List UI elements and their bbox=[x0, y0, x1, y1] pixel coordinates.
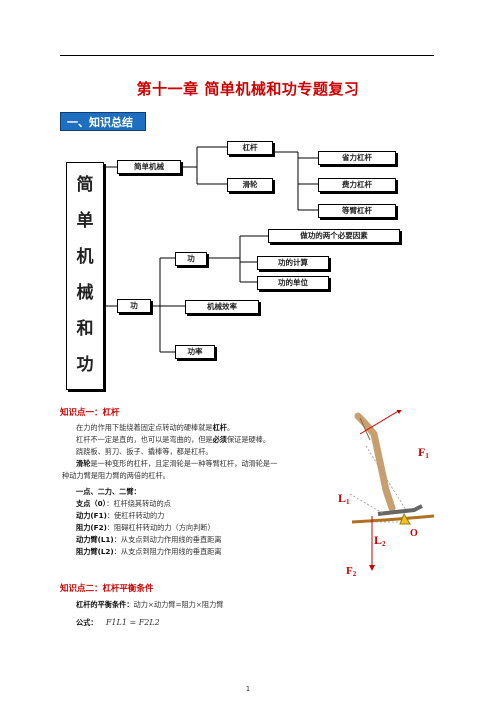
node-work-unit: 功的单位 bbox=[257, 276, 329, 290]
root-char: 和 bbox=[76, 319, 94, 339]
node-labor-lever: 省力杠杆 bbox=[318, 151, 396, 165]
page-title: 第十一章 简单机械和功专题复习 bbox=[136, 80, 360, 98]
formula-text: F1L1 = F2L2 bbox=[105, 618, 160, 627]
l2-label: L bbox=[374, 533, 382, 547]
node-work-factors: 做功的两个必要因素 bbox=[268, 229, 400, 243]
root-char: 机 bbox=[76, 247, 94, 267]
node-effort-lever: 费力杠杆 bbox=[318, 178, 396, 192]
node-power: 功率 bbox=[175, 345, 215, 359]
kp1-heading: 知识点一：杠杆 bbox=[60, 408, 120, 418]
root-char: 简 bbox=[76, 175, 94, 195]
section-heading: 一、知识总结 bbox=[60, 112, 146, 131]
o-label: O bbox=[410, 528, 418, 539]
node-efficiency: 机械效率 bbox=[185, 300, 259, 314]
list-item: 动力(F1)：使杠杆转动的力 bbox=[76, 511, 165, 520]
f1-label: F bbox=[418, 445, 425, 459]
node-work-root: 功 bbox=[117, 299, 151, 313]
svg-text:L2: L2 bbox=[374, 533, 386, 548]
kp1-paragraph-cont: 种动力臂是阻力臂的两倍的杠杆。 bbox=[62, 471, 170, 480]
list-item: 支点（0）：杠杆绕其转动的点 bbox=[76, 499, 171, 508]
list-item: 阻力(F2)：阻碍杠杆转动的力（方向判断） bbox=[76, 523, 215, 532]
svg-text:L1: L1 bbox=[338, 491, 350, 506]
fulcrum-icon bbox=[399, 512, 411, 525]
svg-text:F1: F1 bbox=[418, 445, 429, 460]
ground bbox=[351, 514, 435, 524]
lever-bar bbox=[377, 504, 423, 516]
node-work: 功 bbox=[175, 252, 207, 266]
kp2-condition: 杠杆的平衡条件：动力×动力臂=阻力×阻力臂 bbox=[76, 600, 224, 609]
root-box: 简 单 机 械 和 功 bbox=[66, 162, 104, 390]
kp2-heading: 知识点二：杠杆平衡条件 bbox=[60, 584, 154, 594]
list-item: 阻力臂(L2)：从支点到阻力作用线的垂直距离 bbox=[76, 547, 222, 556]
page-number: 1 bbox=[245, 685, 251, 693]
node-simple-machines: 简单机械 bbox=[117, 160, 181, 174]
f1-arrow bbox=[359, 410, 403, 435]
node-equal-lever: 等臂杠杆 bbox=[318, 204, 396, 218]
root-char: 械 bbox=[76, 283, 94, 303]
l1-label: L bbox=[338, 491, 346, 505]
node-lever: 杠杆 bbox=[227, 141, 273, 155]
kp1-paragraph: 在力的作用下能绕着固定点转动的硬棒就是杠杆。 杠杆不一定是直的，也可以是弯曲的，… bbox=[76, 423, 278, 468]
kp2-formula: 公式： F1L1 = F2L2 bbox=[76, 618, 160, 627]
list-title: 一点、二力、二臂： bbox=[76, 487, 141, 496]
node-pulley: 滑轮 bbox=[227, 178, 273, 192]
root-char: 功 bbox=[76, 355, 94, 375]
svg-text:F2: F2 bbox=[346, 565, 357, 578]
arm bbox=[354, 412, 396, 512]
kp1-list: 一点、二力、二臂： 支点（0）：杠杆绕其转动的点 动力(F1)：使杠杆转动的力 … bbox=[76, 486, 336, 558]
node-work-calc: 功的计算 bbox=[257, 256, 329, 270]
header-rule bbox=[60, 55, 434, 56]
f2-label: F bbox=[346, 565, 353, 577]
lever-diagram: F1 L1 O L2 F2 bbox=[338, 410, 435, 578]
root-char: 单 bbox=[76, 211, 94, 231]
list-item: 动力臂(L1)：从支点到动力作用线的垂直距离 bbox=[76, 535, 222, 544]
